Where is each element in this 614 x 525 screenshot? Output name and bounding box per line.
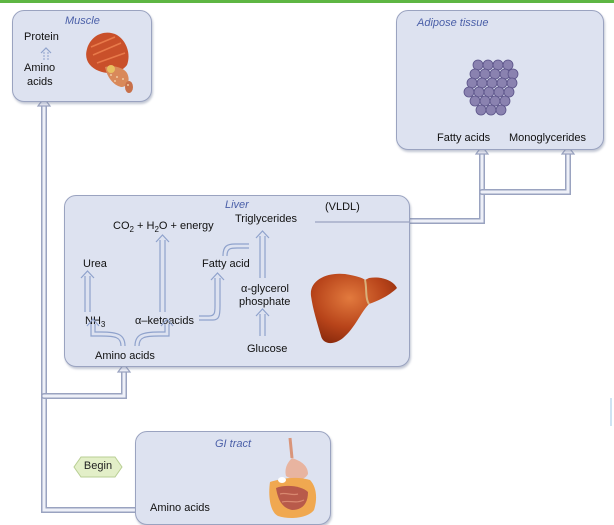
hexagon-shape	[73, 456, 123, 478]
branch-to-liver-pipe	[41, 365, 127, 399]
adipose-box: Adipose tissue Fatty acids Monoglyceride…	[396, 10, 604, 150]
co2-subscript: 2	[129, 225, 134, 235]
muscle-box: Muscle Protein Amino acids	[12, 10, 152, 102]
top-accent-bar	[0, 0, 614, 3]
ketoacids-to-co2-arrow	[155, 234, 170, 312]
protein-label: Protein	[24, 31, 59, 43]
nh3-subscript: 3	[100, 320, 106, 330]
vldl-to-monoglycerides-pipe	[479, 147, 571, 195]
liver-box: Liver (VLDL) Triglycerides CO2 + H2O + e…	[64, 195, 410, 367]
glucose-to-glycerol-arrow	[255, 308, 270, 336]
glycerol-to-triglycerides-arrow	[255, 230, 270, 278]
urea-label: Urea	[83, 258, 107, 270]
amino-to-nh3-arrow	[94, 324, 126, 347]
muscle-amino-label-2: acids	[27, 76, 53, 88]
ketoacids-label: α–ketoacids	[135, 315, 194, 327]
fatty-acid-label: Fatty acid	[202, 258, 250, 270]
h2o-text: + H	[133, 220, 155, 232]
fatty-acid-to-triglycerides-arrow	[222, 243, 249, 257]
gi-tract-box: GI tract Amino acids	[135, 431, 331, 525]
arrowhead-liver	[116, 363, 132, 373]
glucose-label: Glucose	[247, 343, 288, 355]
liver-amino-acids-label: Amino acids	[95, 350, 155, 362]
vldl-label: (VLDL)	[325, 201, 360, 213]
co2-text: CO	[113, 220, 130, 232]
begin-badge: Begin	[73, 456, 123, 478]
muscle-title: Muscle	[65, 15, 100, 27]
nh3-to-urea-arrow	[80, 270, 95, 312]
fatty-acids-label: Fatty acids	[437, 132, 491, 144]
triglycerides-label: Triglycerides	[235, 213, 297, 225]
ketoacids-to-fatty-acid-arrow	[199, 272, 225, 321]
monoglycerides-label: Monoglycerides	[509, 132, 587, 144]
muscle-amino-label-1: Amino	[24, 62, 56, 74]
adipocyte-cluster	[463, 59, 519, 116]
h2o-subscript: 2	[154, 225, 159, 235]
liver-title: Liver	[225, 199, 249, 211]
liver-internal-arrows	[80, 221, 409, 347]
arrowhead-fatty-acids	[474, 145, 490, 155]
edge-artifact	[610, 398, 612, 426]
digestive-tract-illustration	[269, 437, 317, 518]
arrowhead-muscle	[36, 97, 52, 107]
amino-to-protein-arrow	[40, 47, 52, 60]
begin-label: Begin	[83, 460, 113, 472]
gi-amino-acids-label: Amino acids	[150, 502, 210, 514]
adipose-title: Adipose tissue	[417, 17, 489, 29]
co2-h2o-energy-label: CO2 + H2O + energy	[113, 220, 214, 234]
liver-illustration	[310, 273, 397, 344]
amino-to-ketoacids-arrow	[134, 324, 166, 347]
energy-text: O + energy	[158, 220, 214, 232]
glycerol-label-1: α-glycerol	[241, 283, 289, 295]
glycerol-label-2: phosphate	[239, 296, 291, 308]
muscle-illustration	[86, 32, 133, 93]
arrowhead-monoglycerides	[560, 145, 576, 155]
gi-tract-title: GI tract	[215, 438, 252, 450]
